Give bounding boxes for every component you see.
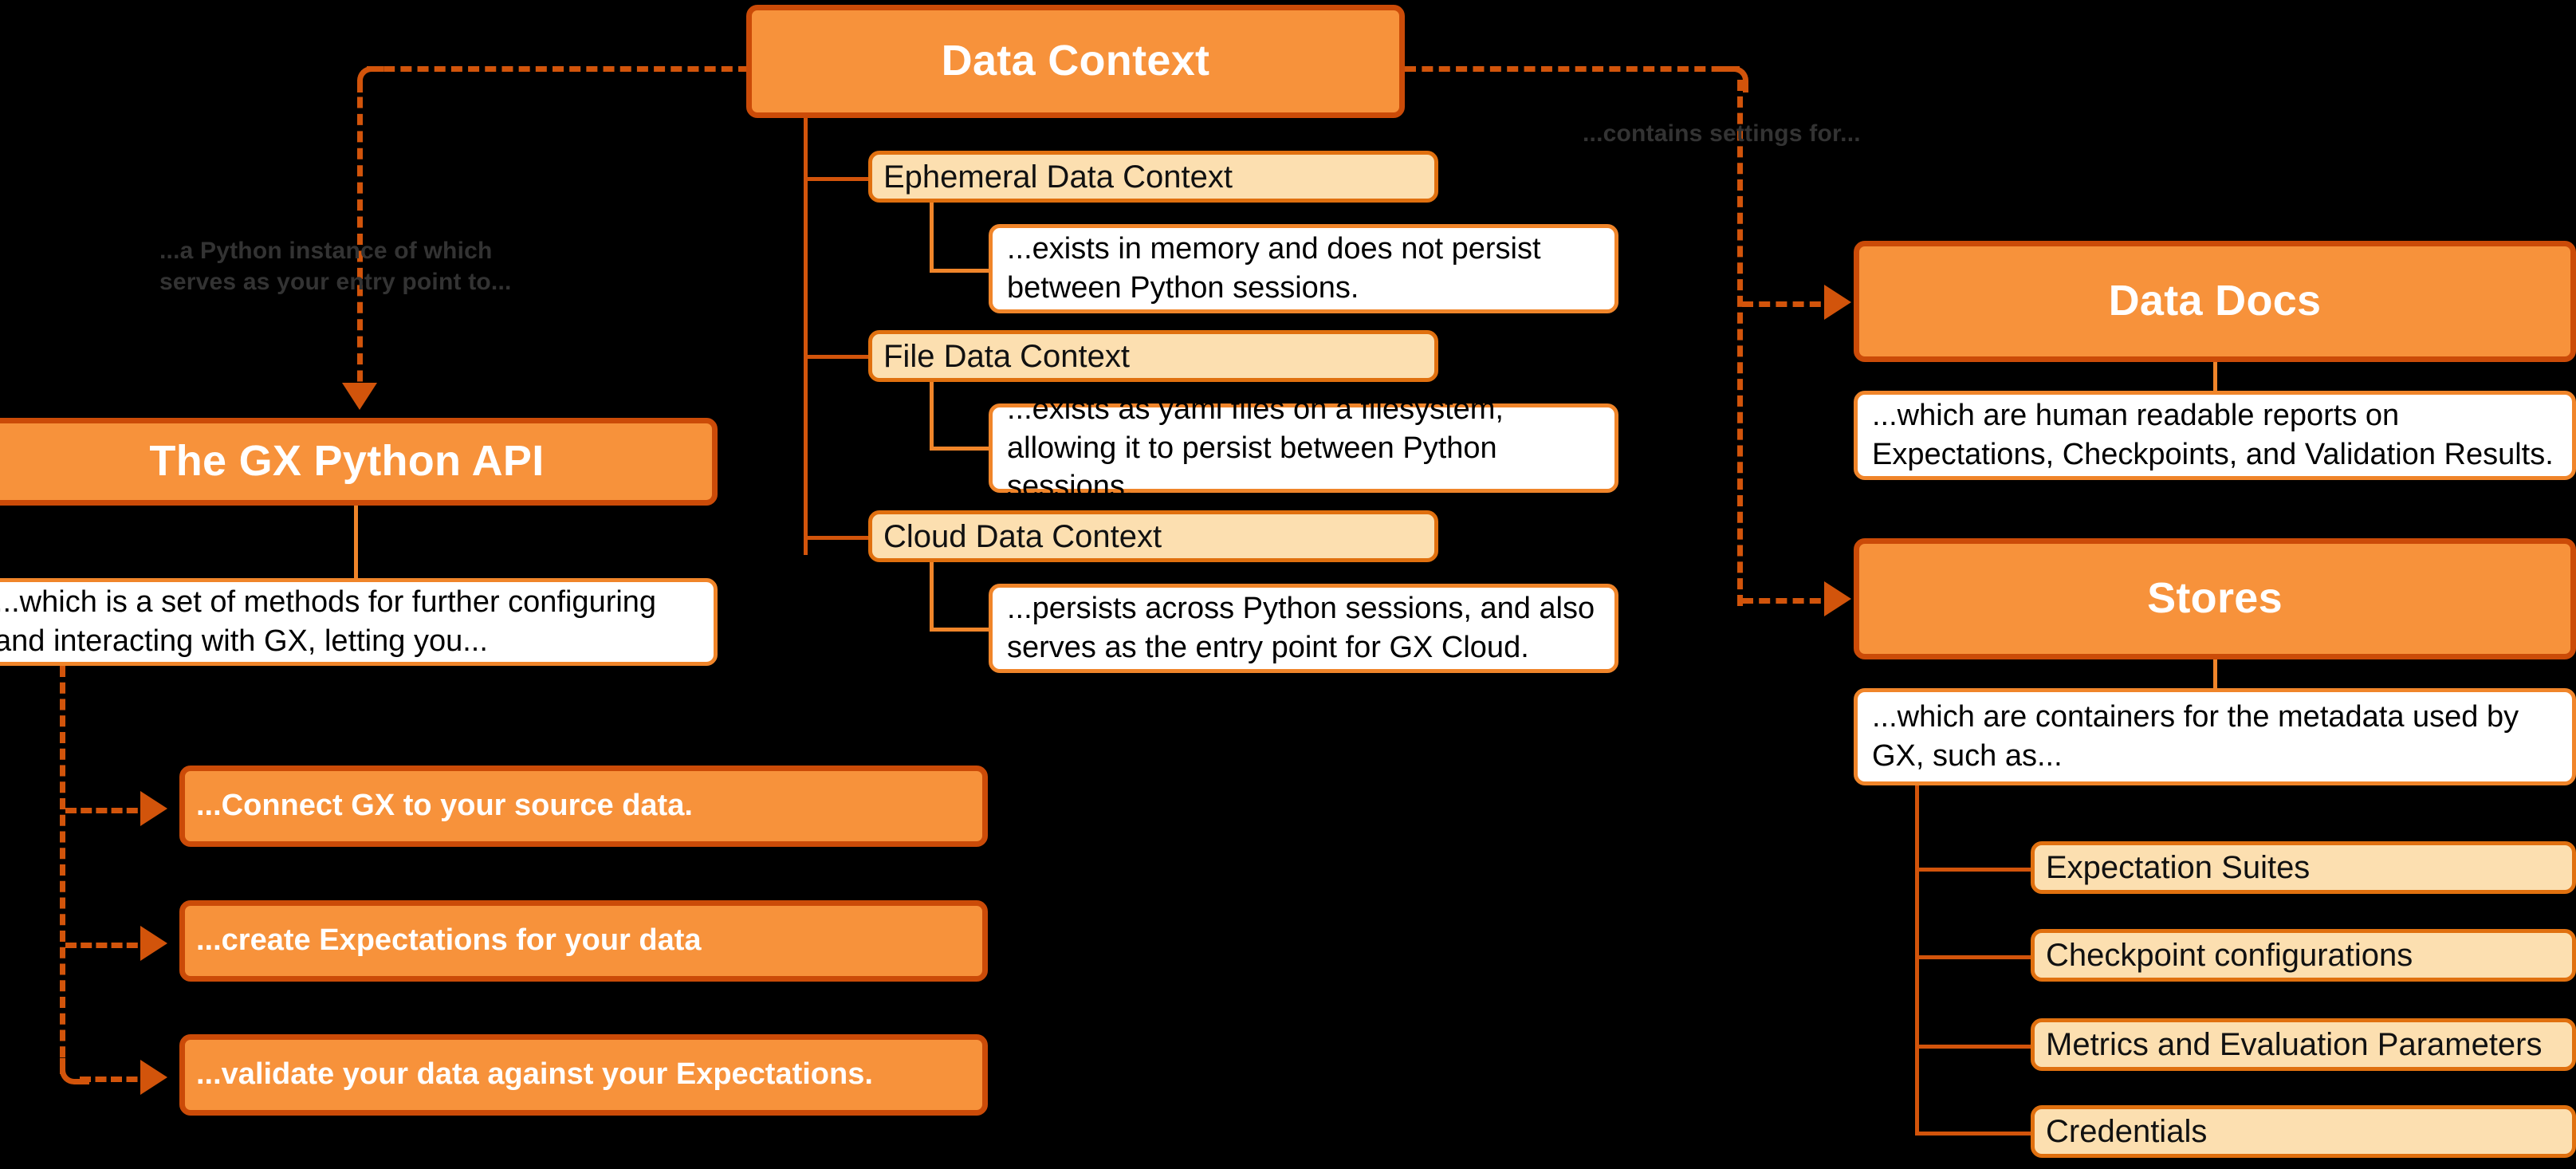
- node-stores[interactable]: Stores: [1854, 538, 2576, 659]
- node-store-item-credentials[interactable]: Credentials: [2031, 1105, 2576, 1158]
- arrow-to-data-docs: [1824, 285, 1851, 320]
- node-stores-desc: ...which are containers for the metadata…: [1854, 688, 2576, 785]
- edge-label-contains-settings: ...contains settings for...: [1583, 120, 1861, 147]
- node-ephemeral-data-context[interactable]: Ephemeral Data Context: [868, 151, 1438, 203]
- node-cloud-data-context-label: Cloud Data Context: [883, 518, 1162, 554]
- elbow-file-h: [930, 447, 997, 451]
- node-ephemeral-data-context-desc-text: ...exists in memory and does not persist…: [1007, 232, 1541, 305]
- edge-datacontext-to-right: [1405, 66, 1740, 72]
- edge-right-vertical: [1737, 80, 1743, 606]
- elbow-cloud-v: [930, 560, 934, 632]
- node-file-data-context-desc-text: ...exists as yaml files on a filesystem,…: [1007, 392, 1504, 504]
- node-store-item-credentials-label: Credentials: [2046, 1114, 2208, 1149]
- arrow-to-action-1: [140, 791, 167, 826]
- arrow-to-action-2: [140, 926, 167, 961]
- node-ephemeral-data-context-label: Ephemeral Data Context: [883, 159, 1233, 195]
- node-gx-python-api-desc: ...which is a set of methods for further…: [0, 578, 718, 666]
- tree-stub-cloud: [804, 536, 872, 540]
- tree-trunk-context-types: [804, 118, 808, 555]
- edge-datacontext-to-left: [367, 66, 749, 72]
- node-stores-desc-text: ...which are containers for the metadata…: [1872, 700, 2519, 773]
- elbow-ephemeral-h: [930, 269, 997, 273]
- node-data-docs-desc-text: ...which are human readable reports on E…: [1872, 399, 2554, 471]
- actions-trunk-corner: [60, 1058, 89, 1084]
- arrow-to-gx-python-api: [342, 383, 377, 410]
- node-data-docs-desc: ...which are human readable reports on E…: [1854, 391, 2576, 480]
- edge-right-to-stores: [1742, 598, 1838, 604]
- node-stores-label: Stores: [2147, 574, 2283, 623]
- node-store-item-checkpoint-configurations-label: Checkpoint configurations: [2046, 938, 2413, 973]
- node-action-validate-data-label: ...validate your data against your Expec…: [196, 1057, 873, 1092]
- edge-left-vertical: [357, 80, 363, 399]
- node-store-item-expectation-suites[interactable]: Expectation Suites: [2031, 841, 2576, 894]
- node-file-data-context-label: File Data Context: [883, 338, 1131, 374]
- node-file-data-context-desc: ...exists as yaml files on a filesystem,…: [989, 392, 1618, 503]
- node-cloud-data-context[interactable]: Cloud Data Context: [868, 510, 1438, 562]
- node-store-item-expectation-suites-label: Expectation Suites: [2046, 850, 2311, 885]
- edge-corner-left: [357, 66, 383, 92]
- connector-datadocs-to-desc: [2213, 362, 2217, 396]
- arrow-to-action-3: [140, 1060, 167, 1095]
- connector-stores-to-desc: [2213, 659, 2217, 693]
- elbow-ephemeral-v: [930, 201, 934, 273]
- tree-stub-ephemeral: [804, 177, 872, 181]
- node-store-item-checkpoint-configurations[interactable]: Checkpoint configurations: [2031, 929, 2576, 982]
- store-item-stub-4: [1915, 1132, 2035, 1136]
- edge-to-action-3: [80, 1077, 153, 1082]
- node-action-connect-source-data-label: ...Connect GX to your source data.: [196, 789, 693, 823]
- node-gx-python-api[interactable]: The GX Python API: [0, 418, 718, 506]
- node-action-create-expectations-label: ...create Expectations for your data: [196, 923, 702, 958]
- node-store-item-metrics-evaluation-parameters[interactable]: Metrics and Evaluation Parameters: [2031, 1018, 2576, 1071]
- edge-right-to-datadocs: [1742, 301, 1838, 307]
- edge-corner-right: [1722, 66, 1748, 92]
- store-item-stub-1: [1915, 868, 2035, 872]
- store-item-stub-3: [1915, 1045, 2035, 1049]
- node-gx-python-api-desc-text: ...which is a set of methods for further…: [0, 585, 657, 658]
- elbow-file-v: [930, 379, 934, 451]
- node-cloud-data-context-desc: ...persists across Python sessions, and …: [989, 584, 1618, 673]
- node-data-context-label: Data Context: [941, 37, 1210, 85]
- node-action-create-expectations[interactable]: ...create Expectations for your data: [179, 900, 988, 982]
- node-action-validate-data[interactable]: ...validate your data against your Expec…: [179, 1034, 988, 1116]
- edge-to-action-1: [65, 808, 153, 813]
- node-gx-python-api-label: The GX Python API: [149, 437, 545, 486]
- node-action-connect-source-data[interactable]: ...Connect GX to your source data.: [179, 766, 988, 847]
- node-cloud-data-context-desc-text: ...persists across Python sessions, and …: [1007, 592, 1595, 664]
- node-file-data-context[interactable]: File Data Context: [868, 330, 1438, 382]
- tree-stub-file: [804, 355, 872, 359]
- store-item-stub-2: [1915, 955, 2035, 959]
- edge-to-action-2: [65, 943, 153, 948]
- node-data-context[interactable]: Data Context: [746, 5, 1405, 118]
- connector-gxapi-to-desc: [354, 506, 358, 584]
- edge-label-to-python-api: ...a Python instance of which serves as …: [159, 238, 512, 295]
- node-ephemeral-data-context-desc: ...exists in memory and does not persist…: [989, 224, 1618, 313]
- node-store-item-metrics-evaluation-parameters-label: Metrics and Evaluation Parameters: [2046, 1027, 2543, 1062]
- arrow-to-stores: [1824, 581, 1851, 616]
- actions-trunk: [60, 666, 65, 1074]
- node-data-docs[interactable]: Data Docs: [1854, 241, 2576, 362]
- elbow-cloud-h: [930, 628, 997, 632]
- node-data-docs-label: Data Docs: [2108, 277, 2322, 325]
